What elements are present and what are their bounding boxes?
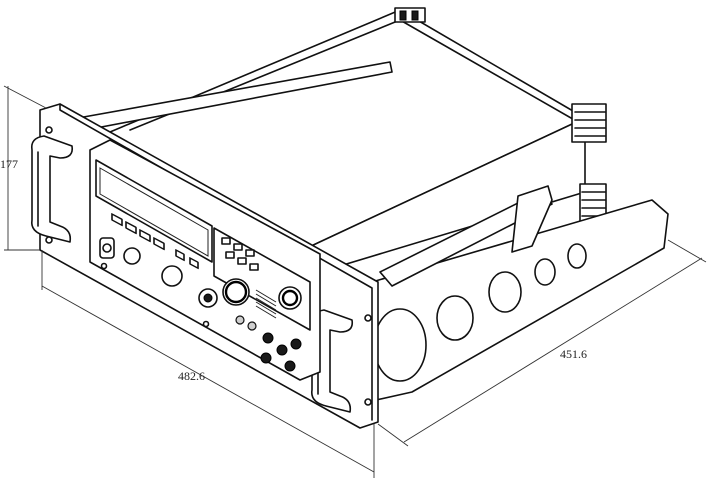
power-button <box>99 237 115 259</box>
dial-1 <box>123 247 141 265</box>
key-row <box>111 213 199 270</box>
right-side-rail <box>371 185 669 401</box>
left-handle <box>30 135 74 243</box>
vent-grille <box>255 289 277 319</box>
depth-label: 451.6 <box>560 347 587 361</box>
width-label: 482.6 <box>178 369 205 383</box>
depth-dimension: 451.6 <box>377 239 707 447</box>
dial-2 <box>161 265 183 287</box>
width-dimension: 482.6 <box>41 250 375 478</box>
instrument-front-panel <box>89 139 321 381</box>
height-dimension: 177 <box>0 85 47 251</box>
height-label: 177 <box>0 157 18 171</box>
rear-feet <box>394 7 607 223</box>
binding-posts <box>235 315 302 372</box>
